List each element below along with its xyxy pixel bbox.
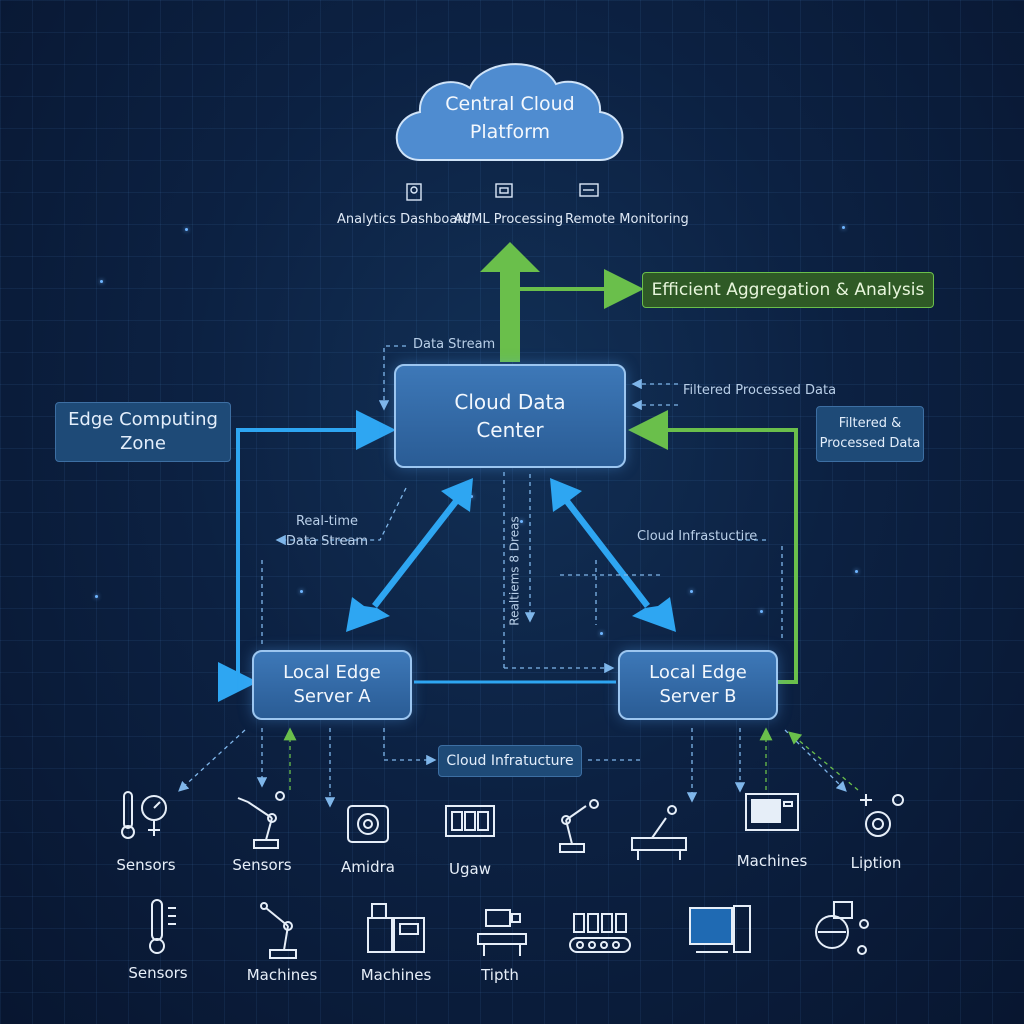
machine-console-icon (367, 903, 425, 953)
robot-arm-icon (237, 791, 285, 849)
filtered-processed-panel: Filtered & Processed Data (816, 406, 924, 462)
device-ugaw: Ugaw (420, 792, 520, 878)
label-cloud-infra: Cloud Infrastuctire (637, 529, 758, 544)
cnc-machine-icon (745, 793, 799, 831)
device-label: Liption (850, 854, 902, 872)
device-label: Tipth (481, 966, 519, 984)
device-machines-1: Machines (722, 784, 822, 870)
conveyor-press-icon (477, 909, 527, 956)
star-dot (760, 610, 763, 613)
cloud-title: Central Cloud Platform (445, 93, 575, 143)
device-amidra: Amidra (318, 790, 418, 876)
device-sensor-1: Sensors (96, 788, 196, 874)
edge-server-b: Local Edge Server B (618, 650, 778, 720)
conveyor-belt-icon (569, 913, 631, 953)
turbine-node-icon (815, 901, 869, 955)
dashboard-icon (406, 183, 422, 201)
device-robot-arm (526, 792, 626, 856)
device-label: Machines (246, 966, 318, 984)
device-label: Machines (360, 966, 432, 984)
device-machines-2: Machines (232, 898, 332, 984)
device-liption: Liption (826, 786, 926, 872)
star-dot (100, 280, 103, 283)
processor-icon (495, 183, 513, 198)
device-tipth: Tipth (450, 898, 550, 984)
star-dot (95, 595, 98, 598)
device-label: Sensors (128, 964, 188, 982)
cloud-infra-panel: Cloud Infratucture (438, 745, 582, 777)
label-realtime: Real-time Data Stream (285, 514, 369, 549)
device-label: Sensors (232, 856, 292, 874)
label-vertical: Realtiems 8 Dreas (507, 516, 522, 626)
star-dot (690, 590, 693, 593)
thermometer-gauge-icon (121, 791, 167, 839)
aggregation-panel: Efficient Aggregation & Analysis (642, 272, 934, 308)
star-dot (470, 495, 473, 498)
cnc-computer-icon (689, 905, 751, 953)
edge-server-a: Local Edge Server A (252, 650, 412, 720)
star-dot (600, 632, 603, 635)
device-cnc (670, 898, 770, 962)
label-data-stream: Data Stream (413, 337, 496, 352)
monitor-icon (579, 183, 599, 197)
edge-zone-panel: Edge Computing Zone (55, 402, 231, 462)
robot-workstation-icon (631, 805, 687, 860)
device-sensor-3: Sensors (108, 896, 208, 982)
thermometer-icon (149, 899, 176, 954)
robot-arm-icon (260, 902, 297, 959)
robot-arm-icon (559, 799, 599, 853)
device-label: Sensors (116, 856, 176, 874)
device-sensor-2: Sensors (212, 788, 312, 874)
service-monitoring: Remote Monitoring (565, 212, 689, 227)
device-conveyor (548, 898, 648, 962)
radar-unit-icon (347, 805, 389, 843)
device-turbine (790, 896, 890, 960)
service-aiml: AI/ML Processing (454, 212, 564, 227)
star-dot (520, 520, 523, 523)
star-dot (185, 228, 188, 231)
device-workstation (608, 798, 708, 862)
device-label: Machines (736, 852, 808, 870)
device-label: Ugaw (449, 860, 491, 878)
label-filtered-processed: Filtered Processed Data (683, 383, 837, 398)
star-dot (855, 570, 858, 573)
device-label: Amidra (341, 858, 395, 876)
star-dot (300, 590, 303, 593)
uplink-arrow (480, 242, 540, 362)
service-analytics: Analytics Dashboard (337, 212, 471, 227)
diag-arrow-left (346, 478, 473, 632)
device-machines-3: Machines (346, 898, 446, 984)
data-center-box: Cloud Data Center (394, 364, 626, 468)
control-panel-icon (445, 805, 495, 837)
gear-valve-icon (860, 794, 904, 837)
star-dot (842, 226, 845, 229)
cloud-shape (395, 63, 624, 161)
